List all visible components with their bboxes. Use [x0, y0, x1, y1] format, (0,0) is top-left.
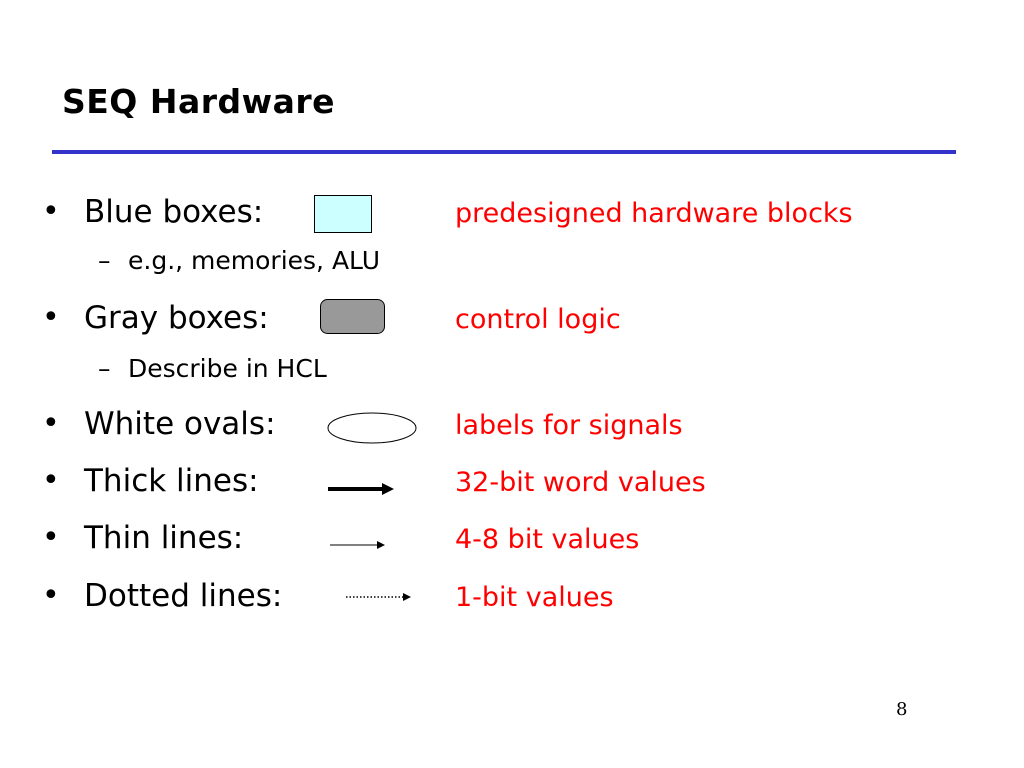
gray-rounded-box-icon: [320, 299, 385, 334]
bullet-marker: •: [42, 406, 60, 441]
bullet-label: White ovals:: [84, 406, 276, 442]
bullet-marker: •: [42, 463, 60, 498]
blue-box-icon: [314, 195, 372, 233]
bullet-description: predesigned hardware blocks: [455, 198, 853, 229]
bullet-marker: •: [42, 520, 60, 555]
bullet-marker: •: [42, 194, 60, 229]
bullet-label: Dotted lines:: [84, 578, 283, 614]
bullet-label: Gray boxes:: [84, 300, 269, 336]
bullet-description: 32-bit word values: [455, 467, 706, 498]
slide-title: SEQ Hardware: [62, 82, 336, 121]
bullet-label: Blue boxes:: [84, 194, 264, 230]
thick-arrow-icon: [328, 483, 394, 495]
sub-bullet-marker: –: [98, 354, 111, 383]
bullet-description: labels for signals: [455, 410, 683, 441]
dotted-arrow-icon: [346, 593, 411, 601]
page-number: 8: [896, 699, 908, 720]
title-underline: [52, 150, 956, 154]
thin-arrow-icon: [330, 541, 385, 549]
bullet-description: 1-bit values: [455, 582, 614, 613]
bullet-marker: •: [42, 300, 60, 335]
sub-item-text: Describe in HCL: [128, 354, 327, 383]
sub-item-text: e.g., memories, ALU: [128, 246, 381, 275]
bullet-marker: •: [42, 578, 60, 613]
bullet-description: control logic: [455, 304, 621, 335]
white-oval-icon: [327, 412, 417, 444]
sub-bullet-marker: –: [98, 246, 111, 275]
bullet-label: Thin lines:: [84, 520, 244, 556]
bullet-description: 4-8 bit values: [455, 524, 640, 555]
bullet-label: Thick lines:: [84, 463, 259, 499]
